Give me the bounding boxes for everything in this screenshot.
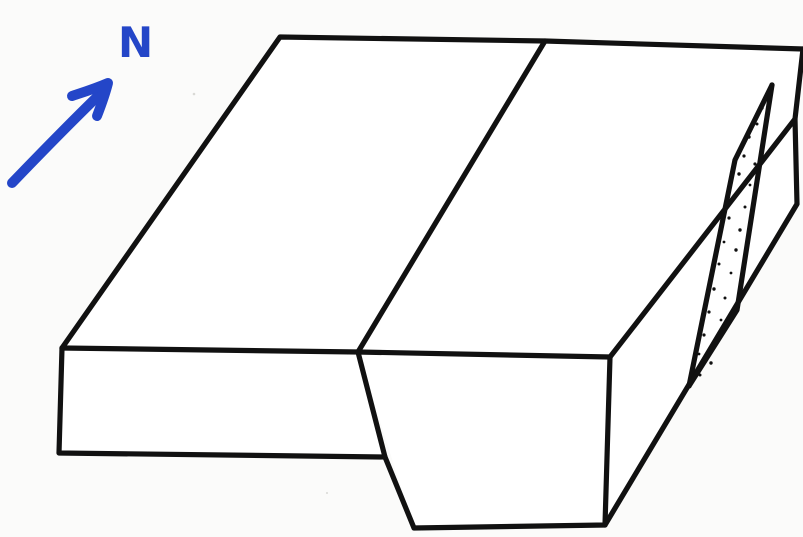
- north-arrow-icon: N: [12, 18, 153, 183]
- dropped-front-face: [358, 352, 610, 528]
- north-label: N: [118, 18, 153, 67]
- left-front-face: [59, 348, 385, 457]
- paper-speck: [326, 492, 328, 494]
- paper-speck: [193, 93, 196, 96]
